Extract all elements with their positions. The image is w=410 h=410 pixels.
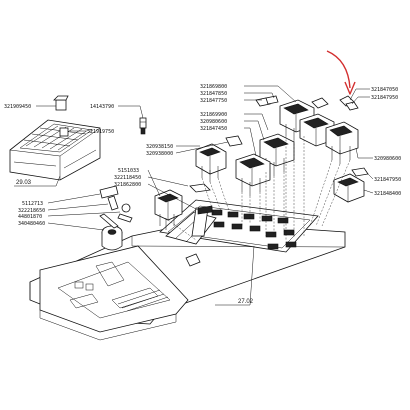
reference-27-02: 27.02 [238,299,254,305]
label-321869800: 321869800 [200,84,227,90]
label-14143790: 14143790 [90,104,114,110]
label-320980600-right: 320980600 [374,156,401,162]
leader-lines [14,85,374,306]
label-321909450: 321909450 [4,104,31,110]
label-5151033: 5151033 [118,168,139,174]
label-321848400: 321848400 [374,191,401,197]
highlight-arrow [326,50,356,95]
label-321869900: 321869900 [200,112,227,118]
label-322118450: 322118450 [114,175,141,181]
label-44801870: 44801870 [18,214,42,220]
label-340480460: 340480460 [18,221,45,227]
label-321847450: 321847450 [200,126,227,132]
switch-bank-center [195,95,315,196]
switch-bank-right [299,95,369,203]
label-321919750: 321919750 [87,129,114,135]
label-320980600-upper: 320980600 [200,119,227,125]
rocker-switch-left [154,183,213,230]
label-321847850: 321847850 [200,91,227,97]
label-320938000: 320938000 [146,151,173,157]
label-321847950-top: 321847950 [371,95,398,101]
label-321847050: 321847050 [371,87,398,93]
label-322218650: 322218650 [18,208,45,214]
assembly-lines [167,136,351,241]
label-320938150: 320938150 [146,144,173,150]
bulb-holder-part [139,117,147,135]
label-321862800: 321862800 [114,182,141,188]
label-5112713: 5112713 [22,201,43,207]
label-321847750: 321847750 [200,98,227,104]
part-labels: 321847050 321847950 321869800 321847850 … [4,84,401,305]
label-321847950-right: 321847950 [374,177,401,183]
reference-29-03: 29.03 [16,180,32,186]
ignition-switch [99,185,133,251]
fuse-box [9,95,101,181]
